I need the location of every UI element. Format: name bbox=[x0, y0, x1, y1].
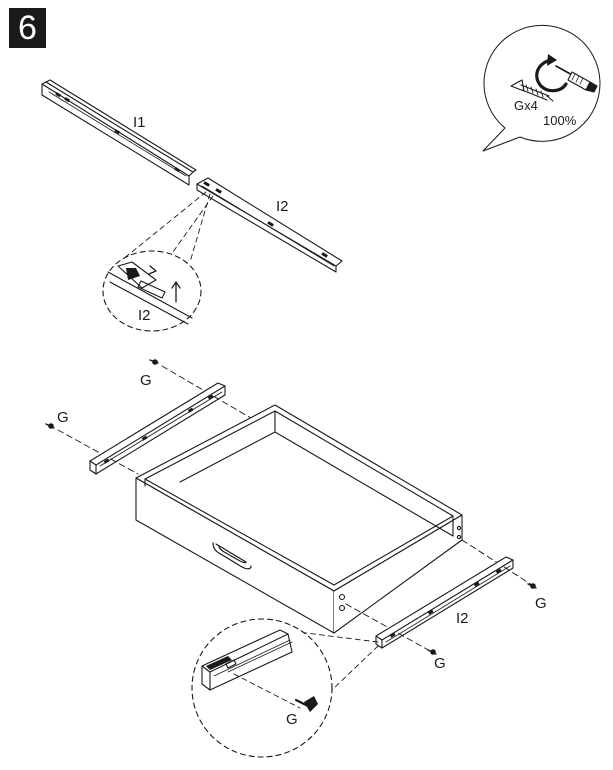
label-g-right-lower: G bbox=[434, 655, 446, 672]
screw-g-right-lower bbox=[427, 649, 437, 655]
label-g-right-upper: G bbox=[535, 595, 547, 612]
hardware-scale: 100% bbox=[543, 113, 577, 128]
screwdriver-icon bbox=[555, 65, 598, 93]
detail-leader-lines-bottom bbox=[297, 631, 379, 691]
rail-right-drawer bbox=[375, 556, 514, 649]
label-i2-top: I2 bbox=[276, 198, 289, 215]
rail-i2 bbox=[196, 177, 343, 273]
hardware-quantity: Gx4 bbox=[514, 98, 538, 113]
drawer-box bbox=[135, 404, 463, 634]
screw-g-left-upper bbox=[149, 359, 159, 365]
screw-icon bbox=[294, 696, 318, 712]
detail-leader-lines bbox=[111, 191, 214, 269]
screw-g-right-upper bbox=[527, 583, 537, 589]
detail-circle-bottom bbox=[191, 618, 333, 758]
label-i2-drawer: I2 bbox=[456, 610, 469, 627]
label-g-left-upper: G bbox=[140, 372, 152, 389]
label-g-left-lower: G bbox=[57, 409, 69, 426]
rail-i1 bbox=[41, 79, 197, 186]
detail-circle-i2 bbox=[102, 250, 202, 332]
screw-icon bbox=[510, 79, 554, 102]
label-g-detail: G bbox=[286, 711, 298, 728]
label-i1: I1 bbox=[133, 114, 146, 131]
rail-left-drawer bbox=[89, 382, 226, 475]
hardware-callout: Gx4 100% bbox=[482, 24, 601, 152]
screw-g-left-lower bbox=[45, 423, 55, 429]
step-number-badge: 6 bbox=[9, 8, 46, 48]
label-i2-detail: I2 bbox=[138, 307, 151, 324]
rotate-arrow-icon bbox=[535, 54, 568, 93]
